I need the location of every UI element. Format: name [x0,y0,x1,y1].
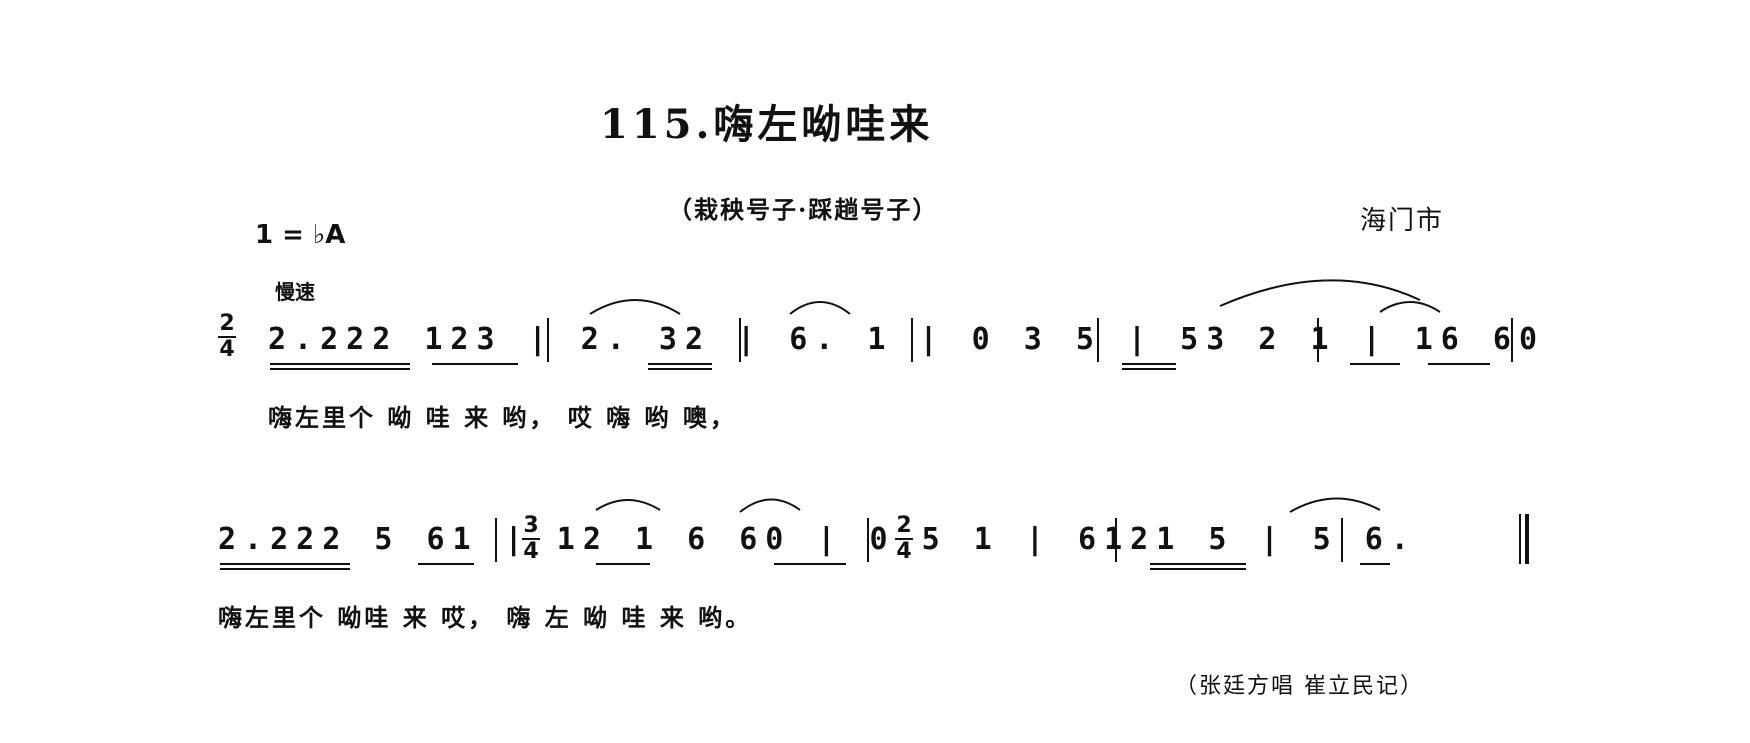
notation-line-2: 2.222 5 61 | 12 1 6 60 | 0 5 1 | 6121 5 … [218,522,1417,557]
slur [1379,301,1441,313]
notation-line-1: 2.222 123 | 2. 32 | 6. 1 | 0 3 5 | 53 2 … [268,322,1546,357]
slur [739,498,801,513]
tempo-marking: 慢速 [275,280,315,304]
slur [1289,497,1381,513]
lyrics-line-2: 嗨左里个 呦哇 来 哎， 嗨 左 呦 哇 来 哟。 [218,603,753,632]
slur [1219,279,1421,307]
lyrics-line-1: 嗨左里个 呦 哇 来 哟， 哎 嗨 哟 噢， [268,403,737,432]
region-label: 海门市 [1360,206,1445,236]
slur [789,301,851,315]
song-subtitle: （栽秧号子·踩趟号子） [668,195,939,224]
slur [595,499,661,511]
song-title: 115.嗨左呦哇来 [600,101,934,148]
credit-line: （张廷方唱 崔立民记） [1175,674,1424,699]
key-signature: 1 = ♭A [255,220,346,250]
slur [589,299,681,315]
